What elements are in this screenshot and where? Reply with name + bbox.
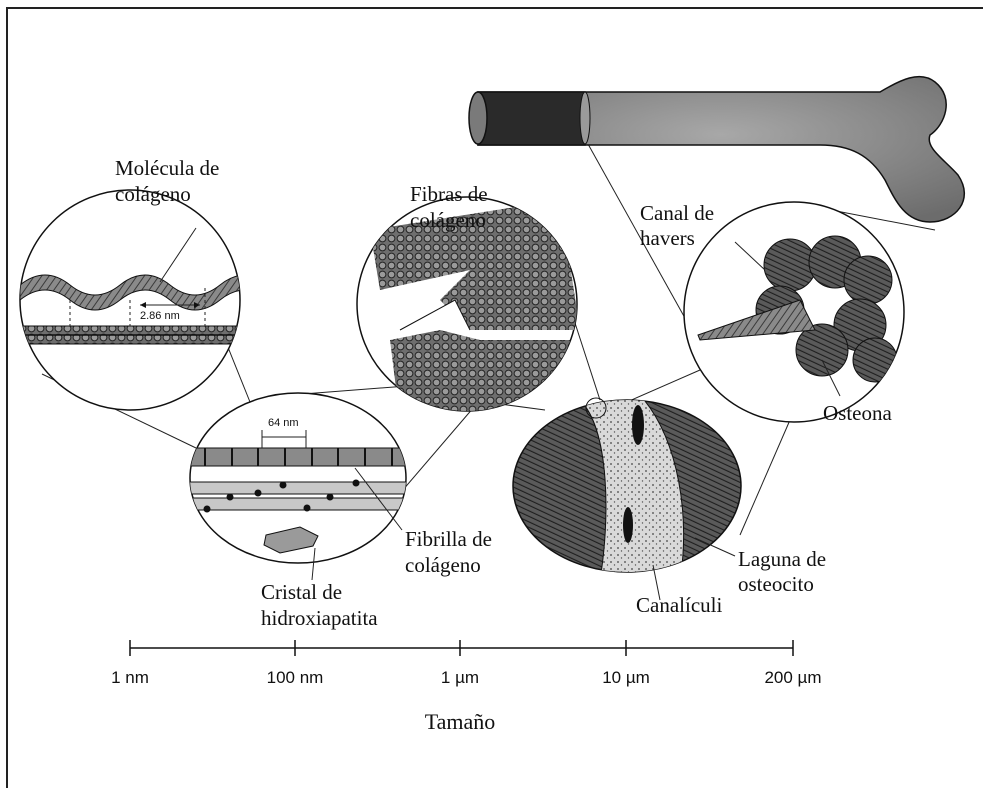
label-fibrilla-line2: colágeno — [405, 553, 481, 577]
label-laguna-line2: osteocito — [738, 572, 814, 596]
label-osteona: Osteona — [823, 401, 892, 425]
scale-tick-1nm: 1 nm — [111, 668, 149, 687]
femur-bone — [469, 77, 964, 222]
label-fibras-line1: Fibras de — [410, 182, 488, 206]
label-canaliculi: Canalículi — [636, 593, 722, 617]
label-molecula-line1: Molécula de — [115, 156, 219, 180]
collagen-molecule-inset: 2.86 nm — [20, 190, 270, 410]
scale-tick-10um: 10 µm — [602, 668, 650, 687]
label-fibrilla-line1: Fibrilla de — [405, 527, 492, 551]
label-cristal-line2: hidroxiapatita — [261, 606, 378, 630]
label-canal-line1: Canal de — [640, 201, 714, 225]
scale-tick-100nm: 100 nm — [267, 668, 324, 687]
size-scale: 1 nm 100 nm 1 µm 10 µm 200 µm Tamaño — [111, 640, 821, 734]
helix-period-label: 2.86 nm — [140, 310, 180, 322]
label-laguna-line1: Laguna de — [738, 547, 826, 571]
scale-title: Tamaño — [425, 709, 496, 734]
scale-tick-1um: 1 µm — [441, 668, 479, 687]
osteon-inset — [684, 202, 904, 422]
label-molecula-line2: colágeno — [115, 182, 191, 206]
label-canal-line2: havers — [640, 226, 695, 250]
scale-tick-200um: 200 µm — [764, 668, 821, 687]
collagen-fibril-inset: 64 nm — [185, 393, 415, 580]
label-cristal-line1: Cristal de — [261, 580, 342, 604]
fibril-period-label: 64 nm — [268, 417, 299, 429]
label-fibras-line2: colágeno — [410, 208, 486, 232]
osteocyte-lacuna-inset — [513, 395, 741, 600]
